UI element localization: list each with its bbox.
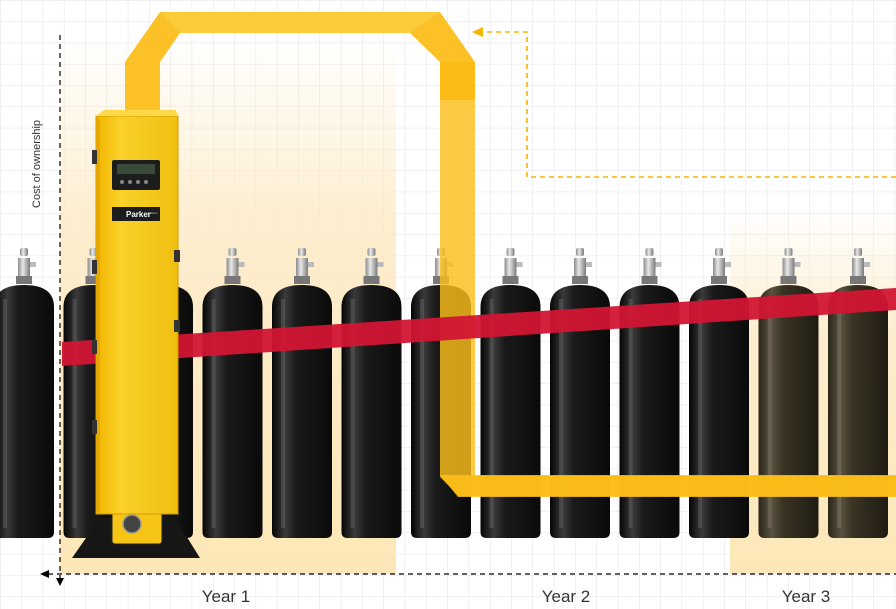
gas-cylinder (619, 248, 680, 538)
y-axis-arrow-icon (56, 578, 64, 586)
gas-cylinder (828, 248, 888, 538)
dashed-return-path (480, 31, 896, 178)
y-axis-label: Cost of ownership (31, 119, 43, 208)
brand-sub-label: balston (148, 211, 158, 215)
brand-label: Parker (126, 210, 151, 219)
gas-cylinder (550, 248, 610, 538)
nitrogen-generator: Parker balston (72, 110, 200, 558)
x-label-year-2: Year 2 (541, 587, 591, 606)
gas-cylinder (0, 248, 54, 538)
dashed-arrowhead-icon (472, 27, 483, 37)
x-label-year-1: Year 1 (201, 587, 251, 606)
yellow-pipe (125, 12, 896, 497)
brand-plate (112, 207, 160, 221)
gas-cylinder (689, 248, 749, 538)
gas-cylinder (758, 248, 819, 538)
red-cost-band (62, 288, 896, 366)
gas-cylinder (272, 248, 332, 538)
gas-cylinder (202, 248, 263, 538)
gas-cylinder (480, 248, 541, 538)
x-label-year-3: Year 3 (781, 587, 831, 606)
gas-cylinder (341, 248, 402, 538)
x-axis-arrow-icon (40, 570, 49, 578)
